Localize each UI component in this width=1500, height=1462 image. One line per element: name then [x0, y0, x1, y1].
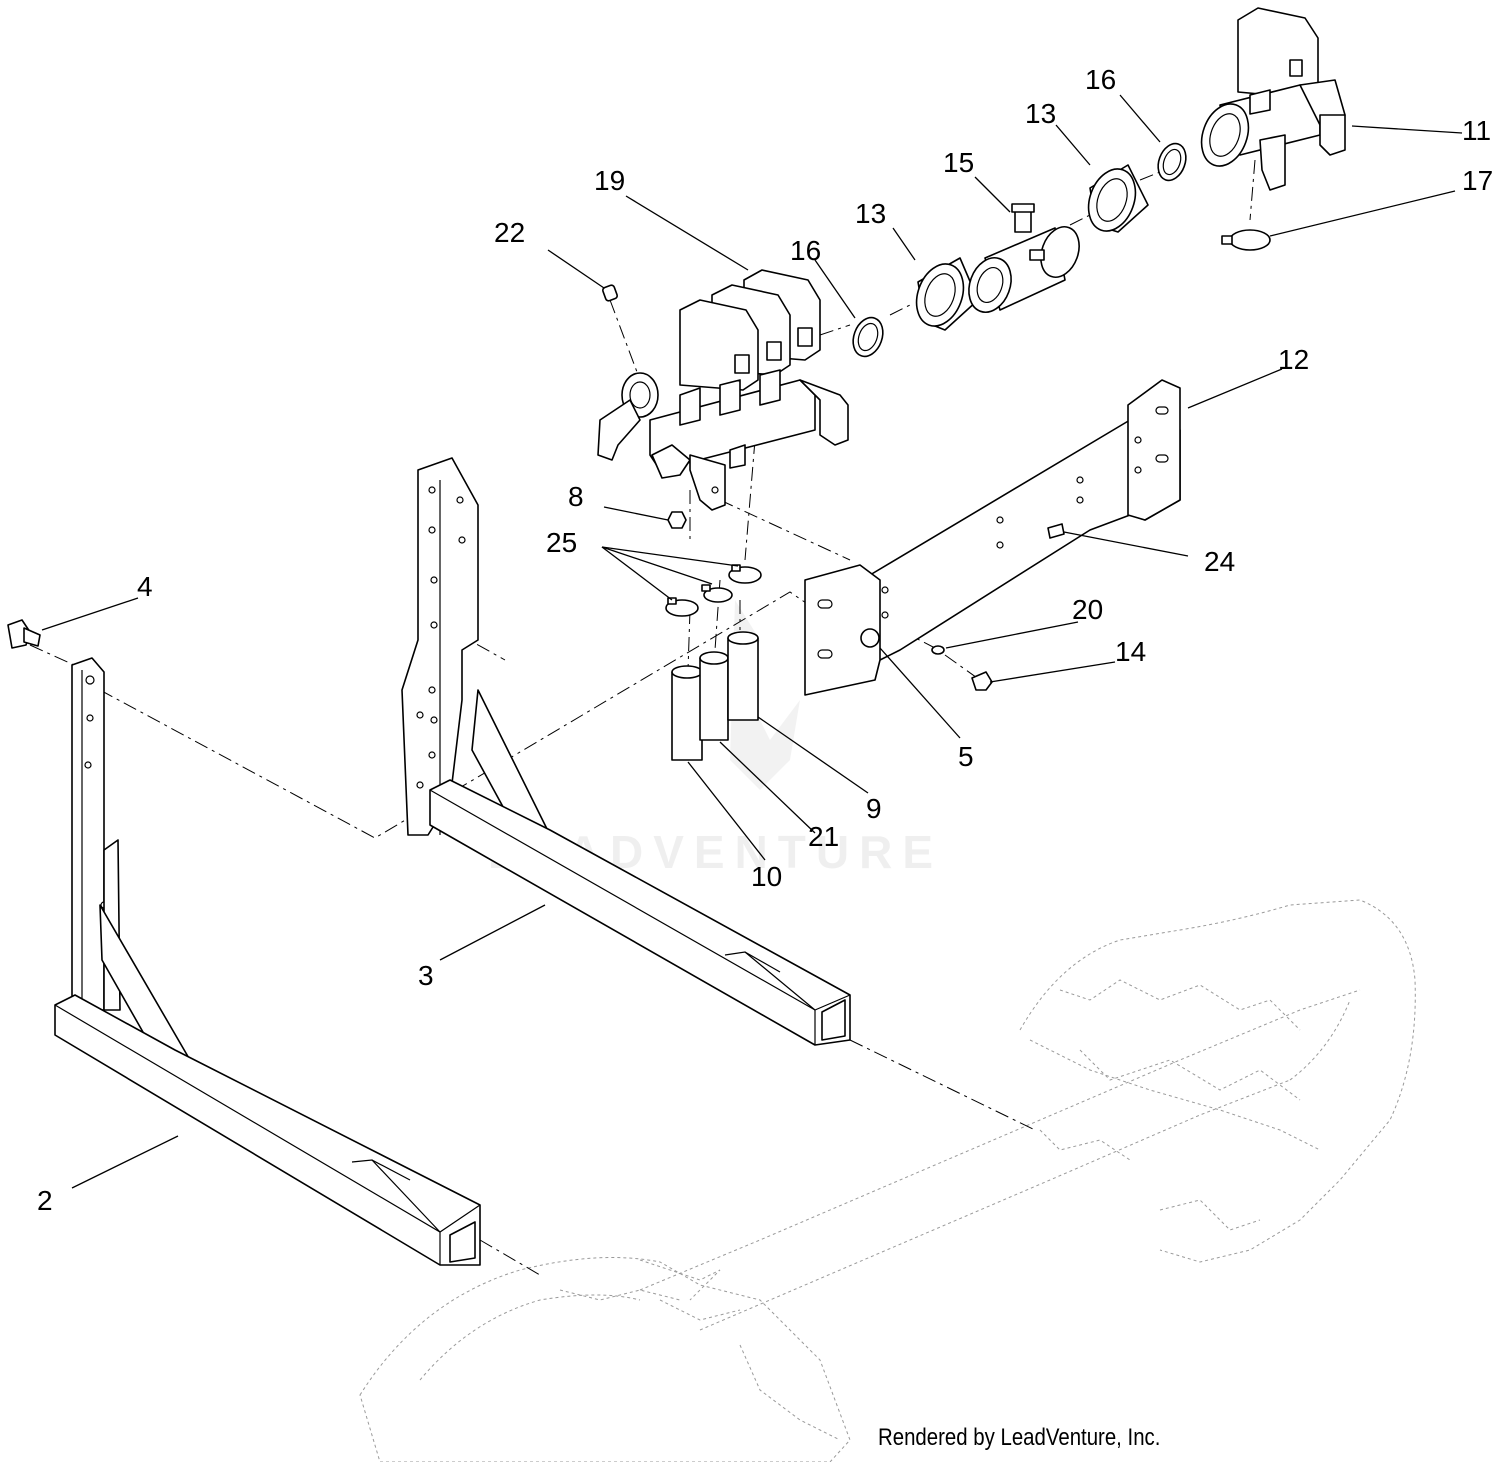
callout-24: 24 — [1204, 546, 1235, 577]
couplers — [915, 164, 1149, 331]
nut-5 — [860, 628, 880, 648]
callout-13b: 13 — [1025, 98, 1056, 129]
hose-barbs — [671, 631, 759, 761]
callout-4: 4 — [137, 571, 153, 602]
callout-8: 8 — [568, 481, 584, 512]
callout-19: 19 — [594, 165, 625, 196]
clip-24 — [1047, 523, 1065, 539]
stand-left — [54, 657, 481, 1266]
callout-16b: 16 — [1085, 64, 1116, 95]
callout-14: 14 — [1115, 636, 1146, 667]
nut — [667, 511, 687, 529]
callout-20: 20 — [1072, 594, 1103, 625]
leader-lines — [41, 94, 1463, 1189]
callout-15: 15 — [943, 147, 974, 178]
bolt-14 — [971, 671, 993, 691]
callout-9: 9 — [866, 793, 882, 824]
callout-5: 5 — [958, 741, 974, 772]
tractor-frame-outline — [359, 899, 1416, 1462]
render-credit: Rendered by LeadVenture, Inc. — [878, 1424, 1161, 1451]
callout-21: 21 — [808, 821, 839, 852]
callout-16a: 16 — [790, 235, 821, 266]
stand-right — [401, 457, 851, 1046]
valve-manifold — [597, 269, 849, 511]
callout-2: 2 — [37, 1185, 53, 1216]
seals — [852, 142, 1187, 358]
single-valve — [1200, 7, 1346, 191]
callout-11: 11 — [1462, 115, 1491, 146]
callout-12: 12 — [1278, 344, 1309, 375]
plug-fitting — [602, 284, 618, 302]
hose-clamps — [665, 564, 762, 617]
bolt-4 — [7, 619, 41, 649]
callout-13a: 13 — [855, 198, 886, 229]
callout-labels: 2 3 4 5 8 9 10 11 12 13 13 14 15 16 16 1… — [37, 64, 1493, 1216]
callout-10: 10 — [751, 861, 782, 892]
callout-22: 22 — [494, 217, 525, 248]
clamp-17 — [1221, 229, 1271, 251]
washer-20 — [931, 645, 945, 655]
callout-17: 17 — [1462, 165, 1493, 196]
callout-3: 3 — [418, 960, 434, 991]
pressure-tee — [968, 203, 1080, 313]
callout-25: 25 — [546, 527, 577, 558]
